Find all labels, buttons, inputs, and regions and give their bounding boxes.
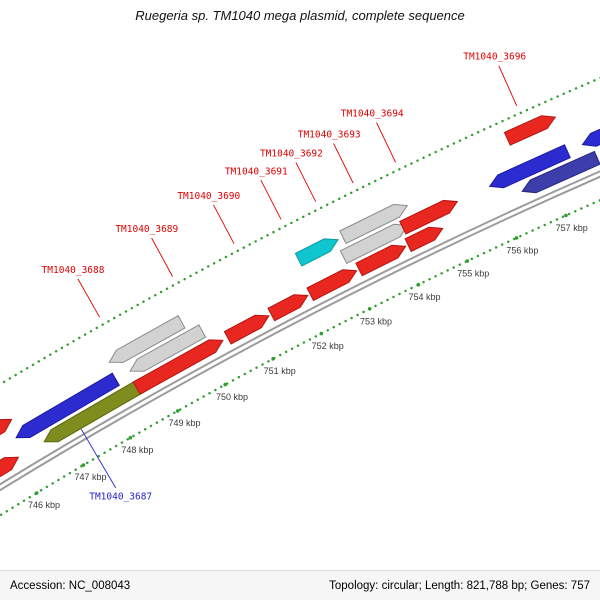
ruler-tick-label: 748 kbp [121,445,153,455]
ruler-tick-label: 754 kbp [408,292,440,302]
ruler-tick-dot [319,331,324,336]
ruler-tick-dot [81,463,86,467]
accession-text: Accession: NC_008043 [10,579,131,592]
gene-label[interactable]: TM1040_3696 [463,52,526,63]
ruler-tick-label: 751 kbp [264,366,296,376]
ruler-tick-label: 749 kbp [168,418,200,428]
gene-arrow-red[interactable] [223,314,270,345]
gene-arrow-blue[interactable] [488,144,571,189]
ruler-tick-label: 753 kbp [360,316,392,326]
ruler-tick-dot [271,357,275,361]
gene-arrow-gray[interactable] [339,203,409,245]
gene-arrow-red[interactable] [355,244,407,277]
label-leader-line [498,65,518,107]
gene-arrow-red[interactable] [132,339,224,395]
ruler-tick-label: 757 kbp [556,223,588,233]
label-leader-line [333,143,354,184]
gene-arrow-red[interactable] [503,115,557,146]
ruler-tick-dot [128,435,133,440]
gene-arrow-red[interactable] [0,456,20,493]
gene-arrow-blue[interactable] [581,112,600,147]
ruler-dotted-arc [0,199,600,517]
ruler-tick-label: 755 kbp [457,269,489,279]
gene-arrow-gray[interactable] [108,315,186,363]
gene-arrow-cyan[interactable] [294,238,339,267]
gene-arrow-red[interactable] [404,226,444,253]
gene-arrow-gray[interactable] [129,324,207,372]
label-leader-line [376,122,397,163]
ruler-tick-dot [564,213,568,218]
ruler-tick-dot [367,307,372,311]
label-leader-line [151,237,173,277]
label-leader-line [80,428,117,489]
label-leader-line [77,278,100,318]
ruler-tick-dot [34,491,39,495]
gene-arrow-red[interactable] [267,294,309,322]
status-bar: Accession: NC_008043 Topology: circular;… [0,570,600,600]
ruler-tick-dot [465,259,470,263]
topology-summary-text: Topology: circular; Length: 821,788 bp; … [329,579,590,592]
ruler-tick-dot [223,382,227,387]
gene-label[interactable]: TM1040_3689 [115,224,178,235]
gene-label[interactable]: TM1040_3690 [177,191,240,202]
gene-label[interactable]: TM1040_3694 [341,109,404,120]
ruler-tick-label: 756 kbp [506,246,538,256]
map-title: Ruegeria sp. TM1040 mega plasmid, comple… [135,8,465,23]
ruler-tick-dot [175,409,180,413]
gene-arrow-navy[interactable] [521,150,600,194]
gene-label[interactable]: TM1040_3691 [225,166,288,177]
label-leader-line [260,179,282,220]
ruler-tick-label: 746 kbp [28,500,60,510]
ruler-tick-label: 750 kbp [216,392,248,402]
backbone-arc-outer [0,170,600,486]
gene-label[interactable]: TM1040_3687 [89,492,152,503]
label-leader-line [295,162,317,202]
gene-label[interactable]: TM1040_3688 [42,265,105,276]
ruler-tick-dot [514,236,519,240]
ruler-tick-label: 752 kbp [312,341,344,351]
gene-arrow-blue[interactable] [15,372,120,439]
gene-arrow-red[interactable] [0,418,13,457]
label-leader-line [213,204,235,244]
gene-arrow-red[interactable] [306,269,358,302]
gene-arrow-red[interactable] [399,199,459,235]
gene-label[interactable]: TM1040_3693 [298,130,361,141]
ruler-tick-label: 747 kbp [74,472,106,482]
backbone-arc-inner [0,175,600,492]
ruler-tick-dot [416,282,421,287]
gene-label[interactable]: TM1040_3692 [260,148,323,159]
